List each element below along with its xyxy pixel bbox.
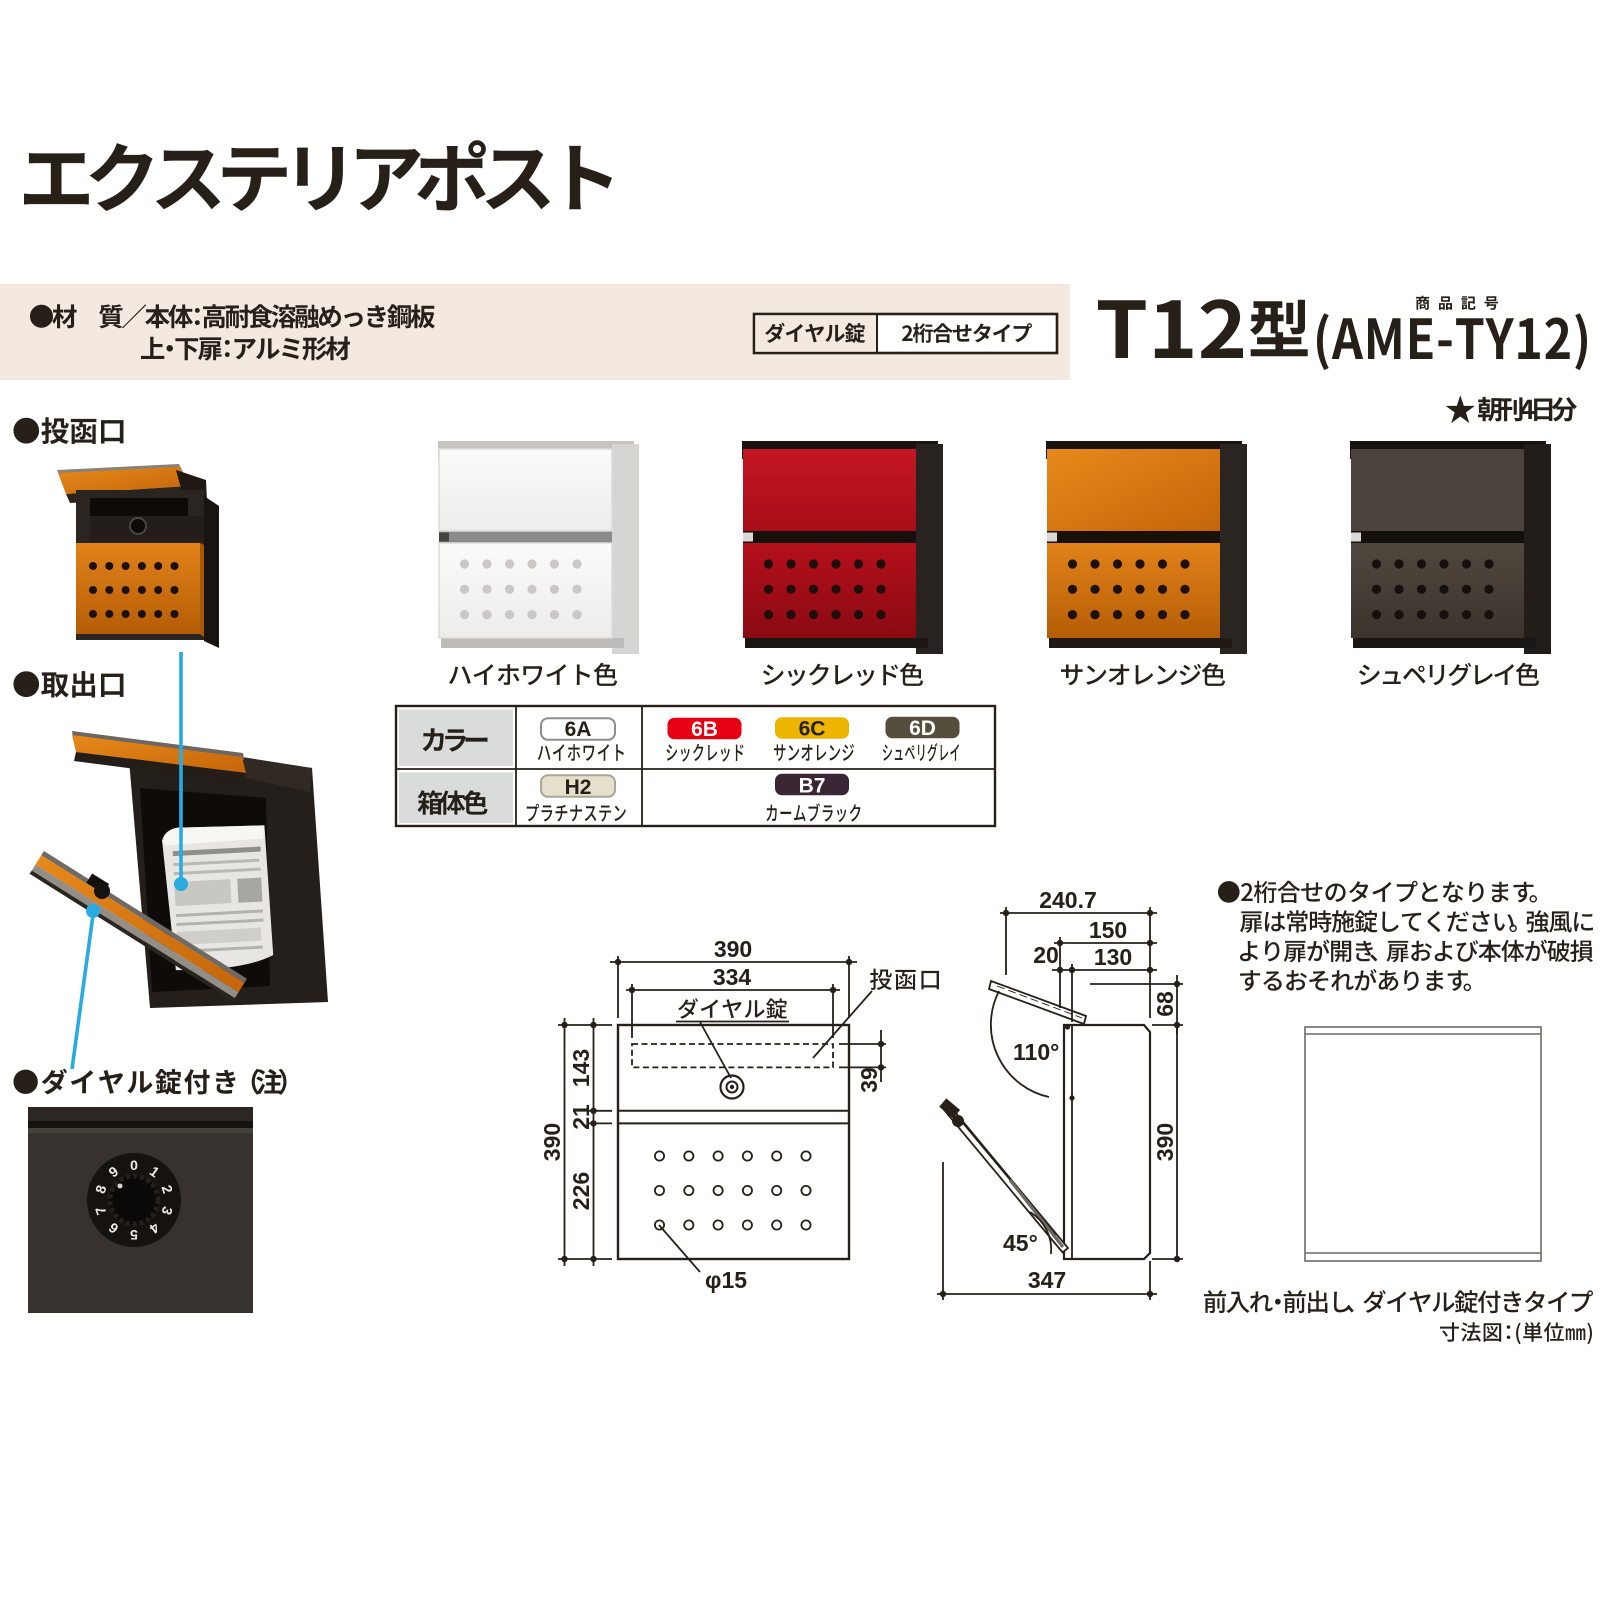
svg-text:334: 334 <box>713 964 752 990</box>
svg-text:68: 68 <box>1152 991 1178 1017</box>
svg-text:21: 21 <box>568 1104 594 1130</box>
svg-text:226: 226 <box>568 1172 594 1210</box>
svg-text:6D: 6D <box>909 717 936 740</box>
svg-text:390: 390 <box>1152 1123 1178 1161</box>
svg-text:5: 5 <box>130 1227 138 1243</box>
svg-text:H2: H2 <box>565 776 592 799</box>
svg-text:B7: B7 <box>799 775 826 798</box>
svg-text:6C: 6C <box>799 718 826 741</box>
svg-text:0: 0 <box>130 1157 138 1173</box>
svg-text:6B: 6B <box>691 718 718 741</box>
svg-text:130: 130 <box>1094 944 1132 970</box>
svg-text:150: 150 <box>1089 917 1127 943</box>
svg-text:390: 390 <box>714 936 752 962</box>
svg-text:φ15: φ15 <box>705 1267 747 1293</box>
svg-text:143: 143 <box>568 1049 594 1087</box>
svg-text:347: 347 <box>1028 1267 1066 1293</box>
svg-text:110°: 110° <box>1013 1039 1059 1065</box>
svg-text:6A: 6A <box>565 718 592 741</box>
svg-text:390: 390 <box>539 1123 565 1161</box>
svg-text:240.7: 240.7 <box>1039 887 1097 913</box>
svg-text:45°: 45° <box>1003 1230 1038 1256</box>
svg-text:39: 39 <box>856 1067 882 1093</box>
svg-text:20: 20 <box>1033 942 1059 968</box>
